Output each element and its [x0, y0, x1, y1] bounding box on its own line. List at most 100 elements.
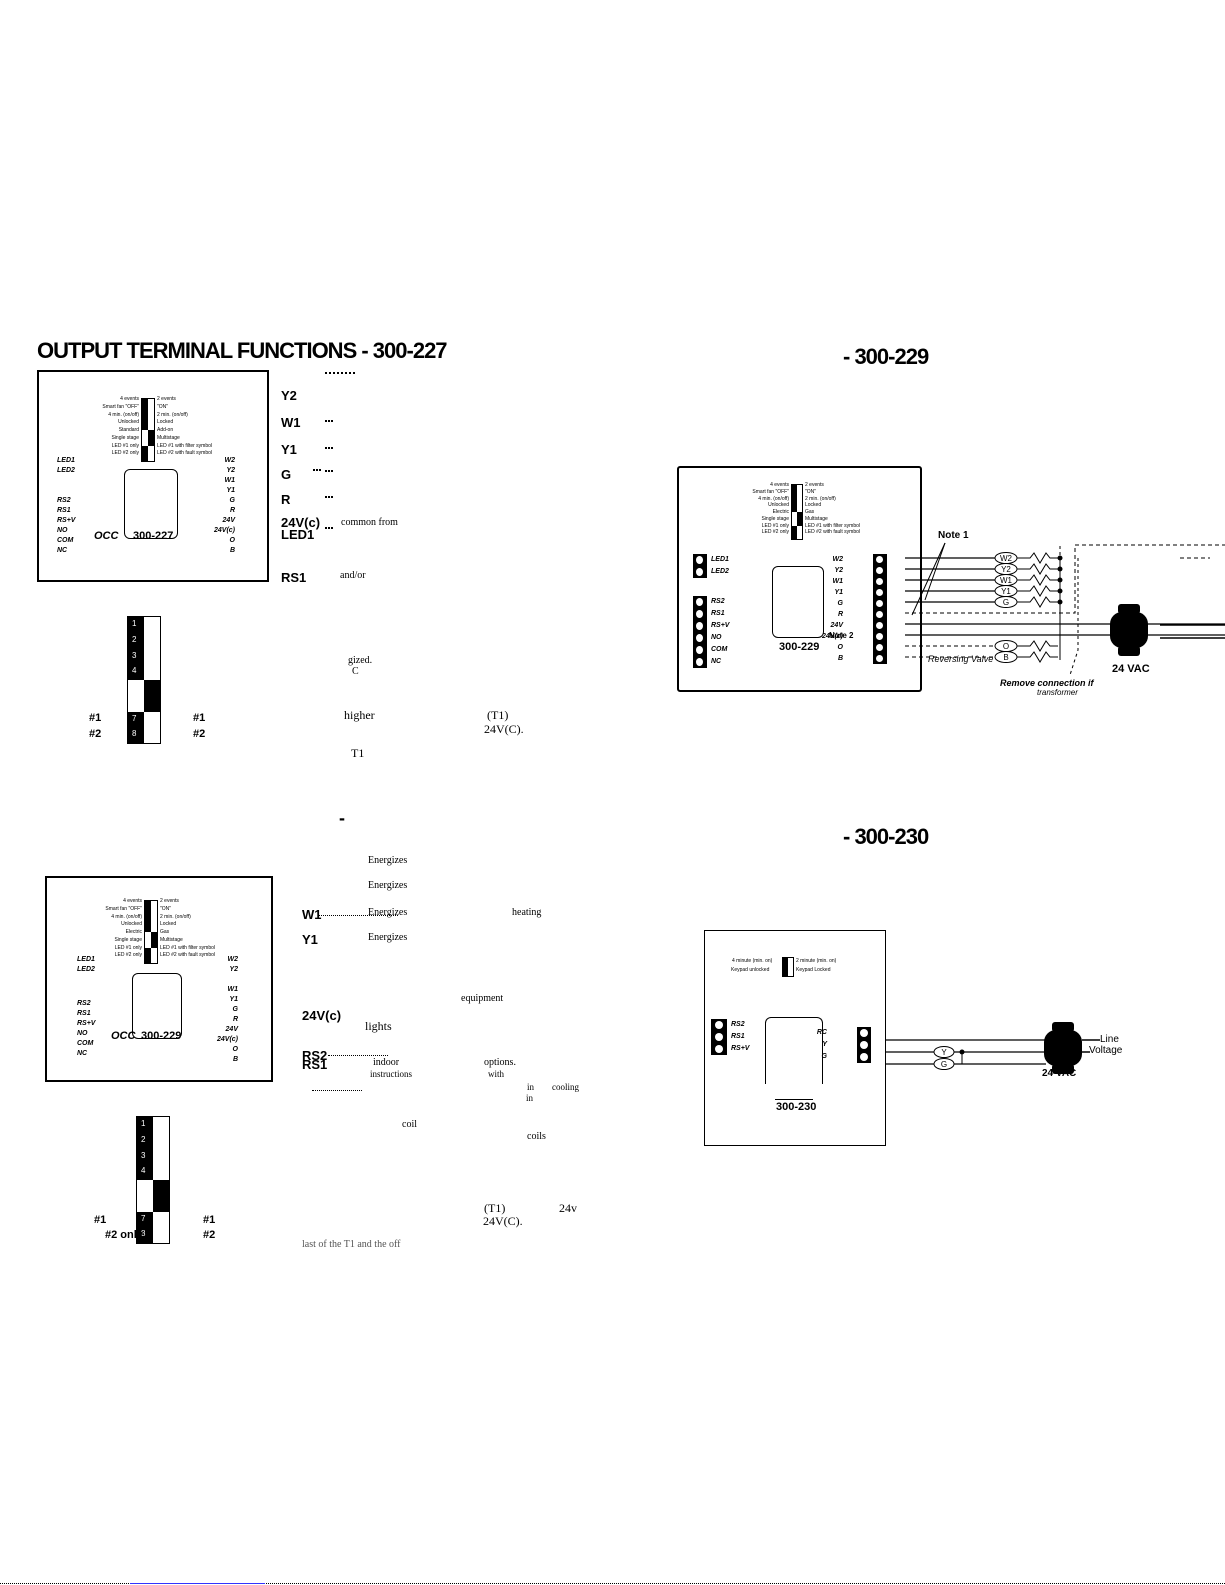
- dip-label: Unlocked: [118, 419, 139, 426]
- dip-cell: [792, 491, 797, 499]
- text-fragment: lights: [365, 1019, 392, 1033]
- text-fragment: Energizes: [368, 907, 408, 918]
- dip-label: Keypad Locked: [796, 967, 831, 973]
- footer-rule: [0, 1583, 1225, 1584]
- dip-label: Single stage: [761, 515, 789, 522]
- dip-number: 2: [141, 1134, 146, 1144]
- resistor-zigzag: [1017, 574, 1058, 586]
- dip-label: Smart fan "OFF": [105, 905, 142, 912]
- text-fragment: gized.: [348, 655, 373, 666]
- note-2-label: Note 2: [829, 631, 854, 640]
- dip-label: Add-on: [157, 427, 174, 433]
- dip-cell: [137, 1227, 153, 1243]
- dip-side-label: #1: [89, 712, 102, 724]
- dip-cell: [145, 908, 151, 917]
- dip-number: 6: [157, 1197, 162, 1207]
- terminal-label: RS+V: [731, 1045, 750, 1052]
- dip-cell: [792, 532, 797, 539]
- panel-terminal-label: 24V: [222, 517, 235, 524]
- terminal-label: RS1: [711, 610, 725, 617]
- screw: [876, 644, 883, 651]
- dip-label: LED #2 only: [761, 529, 789, 536]
- dip-label: Locked: [805, 502, 822, 509]
- terminal-label: G: [821, 1053, 827, 1060]
- dip-label: 2 events: [160, 898, 179, 904]
- dip-cell: [128, 711, 144, 728]
- terminal-label: RS2: [731, 1021, 745, 1028]
- screw: [715, 1033, 723, 1041]
- dip-number: 3: [141, 1150, 146, 1160]
- terminal-label: O: [837, 644, 843, 651]
- dip-number: 1: [141, 1119, 146, 1128]
- text-fragment: higher: [344, 708, 375, 722]
- wiring-panel-300-230: 4 minute (min. on) 2 minute (min. on) Ke…: [704, 930, 886, 1146]
- screw: [860, 1041, 868, 1049]
- text-fragment: T1: [351, 746, 365, 760]
- dip-label: Gas: [160, 929, 170, 935]
- dip-cell: [137, 1132, 153, 1149]
- terminal-function-term: Y1: [302, 932, 318, 947]
- wire-label: O: [1003, 642, 1009, 651]
- heading-dash: -: [339, 808, 345, 828]
- thermostat-display: [765, 1017, 823, 1084]
- dot-leader: [325, 496, 333, 498]
- vac-label: 24 VAC: [1112, 663, 1150, 675]
- dip-switch-block: [141, 398, 155, 462]
- dip-cell: [148, 430, 154, 438]
- dip-label: LED #1 with filter symbol: [160, 944, 216, 951]
- dip-cell: [153, 1195, 169, 1212]
- screw: [876, 633, 883, 640]
- transformer-label: transformer: [1037, 688, 1078, 697]
- panel-terminal-label: Y1: [229, 996, 238, 1003]
- text-fragment: cooling: [552, 1082, 579, 1092]
- dip-label: 2 min. (on/off): [160, 913, 191, 920]
- thermostat-display: [132, 973, 182, 1039]
- dip-label: 2 events: [157, 396, 176, 402]
- dip-label: Smart fan "OFF": [752, 488, 789, 495]
- text-fragment: C: [352, 666, 359, 677]
- dip-number: 6: [148, 697, 153, 707]
- screw: [696, 646, 703, 654]
- terminal-label: Y: [822, 1041, 827, 1048]
- terminal-function-term: 24V(c): [302, 1008, 342, 1023]
- screw: [696, 634, 703, 642]
- dip-number: 7: [141, 1213, 146, 1223]
- panel-terminal-label: W1: [224, 477, 236, 484]
- text-fragment: coils: [527, 1131, 546, 1142]
- text-fragment: in: [527, 1082, 535, 1092]
- dip-label: 2 min. (on/off): [157, 411, 188, 418]
- panel-terminal-label: 24V: [225, 1026, 238, 1033]
- dip-cell: [137, 1211, 153, 1228]
- dip-number: 5: [148, 682, 153, 691]
- screw: [696, 610, 703, 618]
- transformer-icon: [1052, 1064, 1074, 1074]
- transformer-icon: [1044, 1030, 1082, 1066]
- wire-label: G: [1003, 598, 1009, 607]
- model-label: 300-229: [779, 641, 820, 653]
- dip-label: LED #1 only: [114, 944, 142, 951]
- text-fragment: Energizes: [368, 855, 408, 866]
- terminal-label: G: [837, 600, 843, 607]
- dip-switch-block: [782, 957, 794, 977]
- terminal-label: W2: [832, 556, 844, 563]
- dot-leader: [325, 527, 333, 529]
- screw: [715, 1045, 723, 1053]
- text-fragment: common from: [341, 517, 398, 528]
- panel-terminal-label: G: [232, 1006, 238, 1013]
- terminal-label: RS2: [711, 598, 725, 605]
- text-fragment: last of the T1 and the off: [302, 1239, 401, 1250]
- panel-terminal-label: Y2: [226, 467, 235, 474]
- dip-cell: [145, 901, 151, 909]
- dip-cell: [792, 498, 797, 506]
- dip-label: 2 min. (on/off): [805, 495, 836, 502]
- panel-terminal-label: R: [229, 507, 235, 514]
- screw: [696, 598, 703, 606]
- thermostat-display: [772, 566, 824, 638]
- dip-label: Gas: [805, 509, 815, 515]
- dip-label: LED #2 with fault symbol: [805, 529, 861, 536]
- dashed-wire: [905, 544, 1225, 614]
